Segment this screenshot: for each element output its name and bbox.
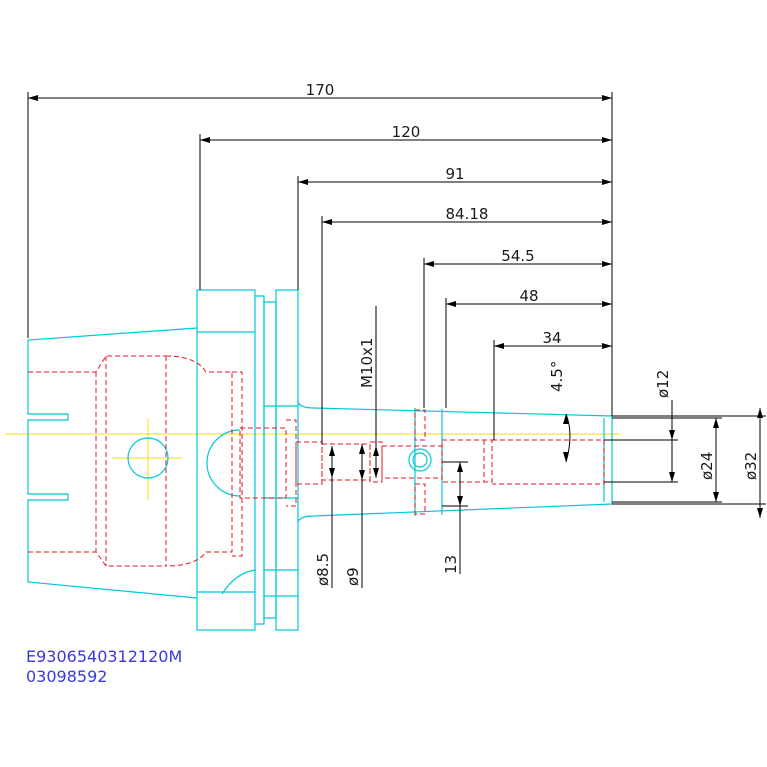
taper-bore-dome (165, 355, 233, 567)
dim-label-13: 13 (442, 555, 460, 574)
dim-label-thread: M10x1 (358, 338, 376, 388)
dim-label-48: 48 (519, 287, 538, 305)
flange-collar (275, 289, 299, 631)
flange-notch-curve (221, 569, 257, 595)
taper-bore-upper (28, 355, 167, 373)
dim-label-84: 84.18 (446, 205, 489, 223)
dim-label-dia12: ø12 (654, 370, 672, 398)
shank-bore (441, 439, 493, 483)
center-lines (5, 418, 620, 500)
drawbar-pocket (239, 427, 287, 499)
dim-label-dia24: ø24 (698, 452, 716, 480)
dimension-labels: 170 120 91 84.18 54.5 48 34 4.5° M10x1 ø… (306, 81, 760, 586)
part-number: E9306540312120M (26, 647, 182, 666)
stop-screw-bore (381, 445, 443, 479)
dim-label-91: 91 (445, 165, 464, 183)
dim-label-dia85: ø8.5 (314, 553, 332, 586)
part-caption: E9306540312120M 03098592 (26, 647, 182, 686)
dim-label-34: 34 (542, 329, 561, 347)
taper-shank-outline (27, 327, 198, 599)
set-screw-inner (412, 452, 428, 468)
cross-hole (127, 437, 169, 479)
dim-label-dia32: ø32 (742, 452, 760, 480)
hidden-lines (28, 355, 605, 567)
flange-groove (255, 295, 265, 625)
extension-nose-outline (297, 401, 613, 523)
set-screw-bottom (414, 483, 426, 515)
taper-bore-lower (28, 551, 166, 567)
taper-bore-end (232, 371, 243, 557)
set-screw-top (414, 409, 426, 441)
dimension-lines (27, 92, 766, 588)
shank-bore-front (492, 439, 605, 485)
dim-label-120: 120 (392, 123, 421, 141)
dim-label-545: 54.5 (501, 247, 534, 265)
dim-label-170: 170 (306, 81, 335, 99)
drawbar-flange (286, 419, 297, 507)
order-number: 03098592 (26, 667, 107, 686)
dim-label-dia9: ø9 (344, 567, 362, 586)
set-screw-circle (408, 448, 432, 472)
flange-bore-arc (206, 429, 241, 497)
flange-body (196, 289, 256, 631)
dim-label-angle: 4.5° (548, 361, 566, 392)
coolant-channel-a (295, 441, 323, 485)
